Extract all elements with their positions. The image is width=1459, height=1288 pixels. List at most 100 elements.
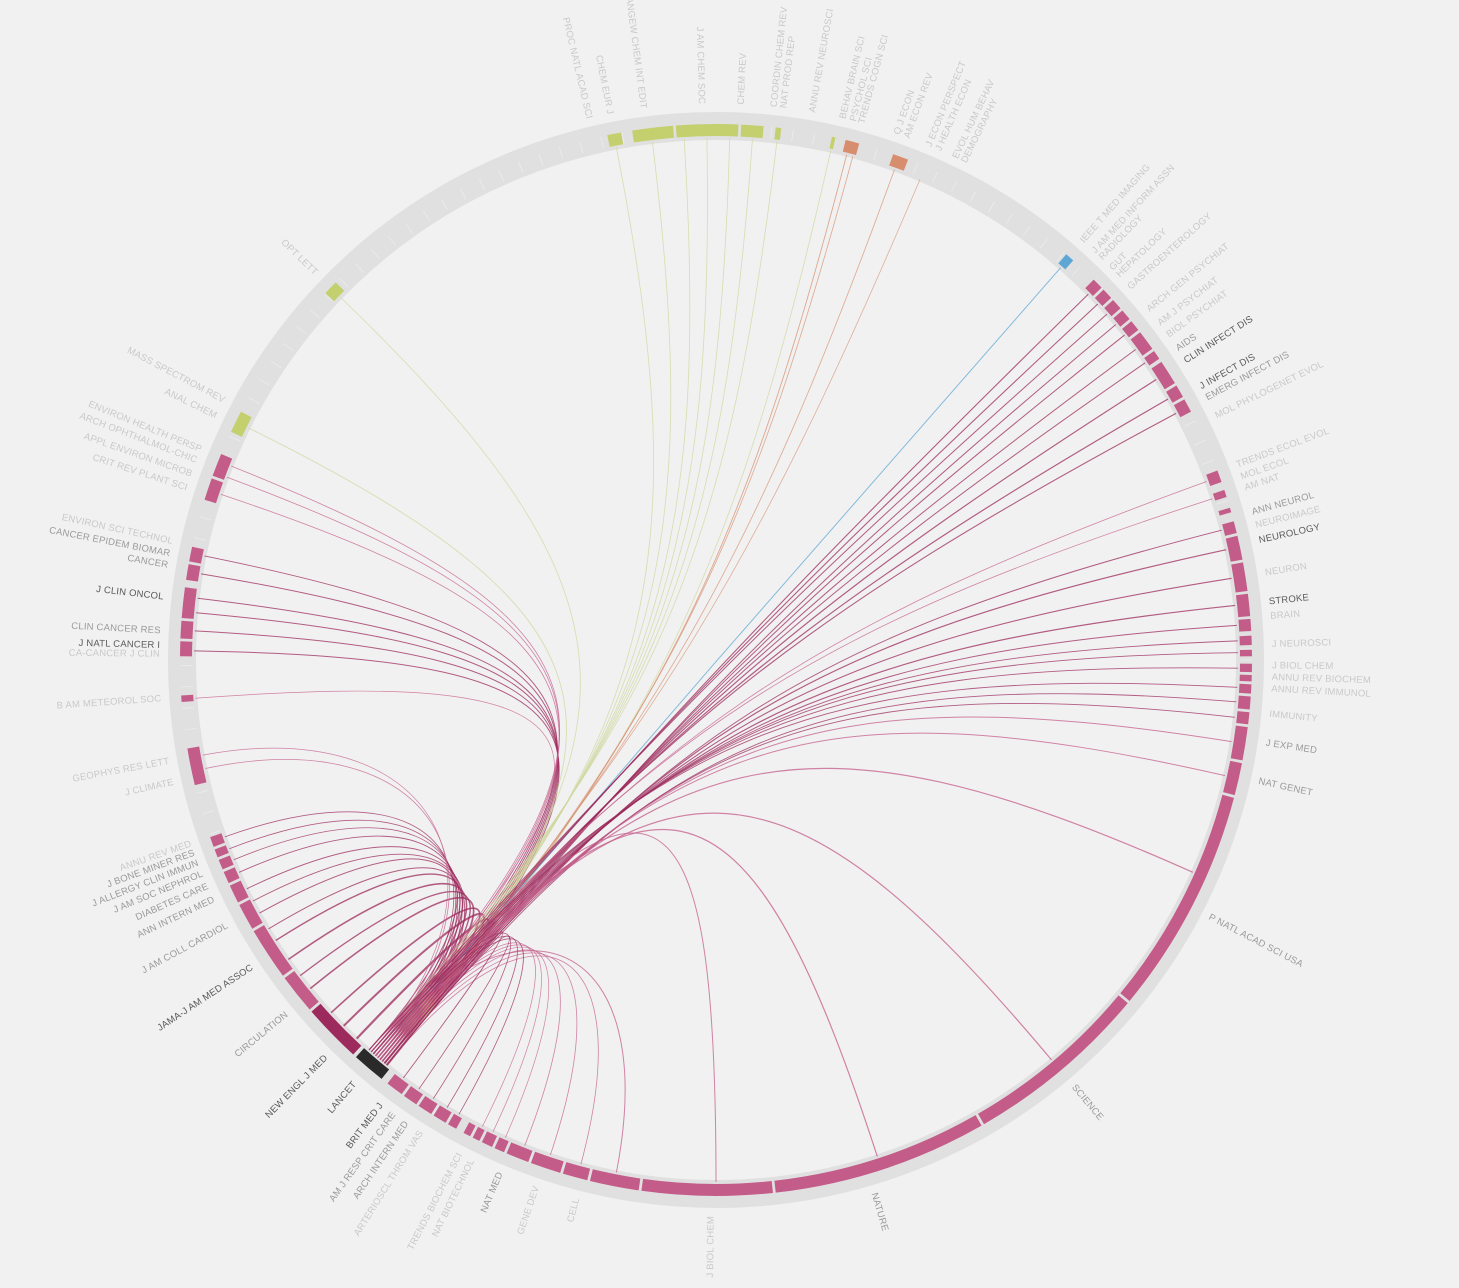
journal-arc[interactable] — [889, 154, 909, 171]
journal-arc[interactable] — [1094, 289, 1112, 306]
journal-arc[interactable] — [1113, 310, 1130, 327]
journal-arc[interactable] — [1238, 618, 1252, 632]
citation-link[interactable] — [368, 498, 1213, 1051]
journal-label[interactable]: BRAIN — [1270, 609, 1301, 622]
journal-label[interactable]: J NEUROSCI — [1272, 637, 1332, 650]
journal-arc[interactable] — [325, 282, 345, 302]
journal-label[interactable]: NAT GENET — [1257, 776, 1313, 799]
journal-arc[interactable] — [1239, 663, 1252, 673]
journal-arc[interactable] — [1239, 649, 1252, 657]
journal-arc[interactable] — [210, 833, 225, 847]
citation-link[interactable] — [375, 640, 1238, 1057]
journal-label[interactable]: NAT MED — [479, 1170, 506, 1214]
journal-arc[interactable] — [433, 1105, 452, 1123]
citation-link[interactable] — [375, 812, 1052, 1061]
journal-arc[interactable] — [774, 127, 782, 140]
citation-link[interactable] — [373, 138, 731, 1055]
journal-arc[interactable] — [1173, 399, 1192, 418]
citation-link[interactable] — [373, 938, 524, 1115]
journal-arc[interactable] — [212, 454, 233, 480]
journal-arc[interactable] — [1218, 507, 1232, 516]
journal-arc[interactable] — [181, 587, 197, 619]
journal-label[interactable]: ANNU REV BIOCHEM — [1272, 672, 1372, 686]
journal-arc[interactable] — [239, 899, 263, 929]
citation-link[interactable] — [386, 955, 599, 1165]
journal-arc[interactable] — [1122, 321, 1139, 338]
journal-arc[interactable] — [641, 1178, 773, 1196]
journal-arc[interactable] — [1058, 254, 1074, 270]
journal-label[interactable]: CHEM REV — [736, 52, 749, 105]
journal-label[interactable]: ANGEW CHEM INT EDIT — [623, 0, 649, 109]
citation-link[interactable] — [384, 952, 578, 1156]
journal-label[interactable]: CHEM EUR J — [593, 54, 615, 115]
citation-link[interactable] — [368, 682, 1238, 1051]
journal-arc[interactable] — [448, 1113, 462, 1129]
journal-arc[interactable] — [204, 478, 223, 504]
journal-arc[interactable] — [181, 694, 194, 703]
journal-label[interactable]: J BIOL CHEM — [705, 1216, 717, 1278]
journal-arc[interactable] — [1130, 332, 1153, 356]
journal-label[interactable]: LANCET — [326, 1079, 359, 1116]
journal-label[interactable]: CLIN CANCER RES — [71, 621, 161, 637]
journal-arc[interactable] — [494, 1137, 509, 1153]
journal-arc[interactable] — [774, 1115, 982, 1193]
citation-link[interactable] — [377, 767, 1194, 1059]
journal-arc[interactable] — [1238, 683, 1252, 694]
citation-link[interactable] — [370, 139, 753, 1053]
citation-link[interactable] — [205, 759, 450, 1055]
journal-arc[interactable] — [229, 880, 249, 903]
citation-link[interactable] — [372, 293, 1089, 1055]
journal-arc[interactable] — [1104, 299, 1121, 317]
citation-link[interactable] — [259, 858, 458, 1051]
citation-link[interactable] — [381, 577, 1232, 1062]
citation-link[interactable] — [202, 747, 449, 1053]
journal-label[interactable]: J CLIMATE — [124, 777, 175, 799]
journal-arc[interactable] — [311, 1003, 362, 1055]
journal-arc[interactable] — [1223, 760, 1242, 796]
journal-arc[interactable] — [1144, 351, 1160, 366]
journal-arc[interactable] — [1225, 535, 1243, 562]
journal-label[interactable]: J BIOL CHEM — [1272, 660, 1334, 672]
journal-arc[interactable] — [1212, 489, 1227, 501]
citation-link[interactable] — [377, 944, 542, 1133]
journal-arc[interactable] — [387, 1074, 409, 1095]
journal-arc[interactable] — [223, 867, 240, 884]
journal-arc[interactable] — [978, 995, 1128, 1125]
citation-link[interactable] — [194, 650, 560, 1066]
journal-label[interactable]: OPT LETT — [279, 237, 320, 277]
journal-arc[interactable] — [562, 1162, 591, 1181]
journal-arc[interactable] — [180, 620, 194, 639]
citation-link[interactable] — [368, 932, 511, 1099]
journal-label[interactable]: J AM CHEM SOC — [694, 27, 707, 105]
journal-arc[interactable] — [1166, 385, 1183, 403]
citation-link[interactable] — [377, 379, 1157, 1059]
citation-link[interactable] — [379, 141, 672, 1060]
citation-link[interactable] — [195, 690, 555, 1051]
journal-arc[interactable] — [284, 970, 319, 1010]
citation-link[interactable] — [197, 597, 559, 1060]
journal-arc[interactable] — [1230, 725, 1248, 761]
journal-label[interactable]: CA-CANCER J CLIN — [69, 648, 160, 660]
citation-link[interactable] — [379, 946, 549, 1138]
journal-label[interactable]: P NATL ACAD SCI USA — [1207, 912, 1306, 970]
journal-arc[interactable] — [1231, 562, 1248, 593]
journal-arc[interactable] — [506, 1142, 533, 1163]
citation-link[interactable] — [381, 949, 561, 1146]
journal-arc[interactable] — [355, 1048, 390, 1079]
citation-link[interactable] — [379, 604, 1236, 1060]
journal-arc[interactable] — [1239, 635, 1252, 646]
citation-link[interactable] — [370, 832, 717, 1183]
journal-label[interactable]: J NATL CANCER I — [78, 638, 160, 651]
journal-label[interactable]: J CLIN ONCOL — [96, 584, 165, 603]
journal-label[interactable]: NEW ENGL J MED — [263, 1053, 330, 1121]
journal-arc[interactable] — [189, 546, 204, 564]
journal-arc[interactable] — [1206, 470, 1222, 486]
journal-arc[interactable] — [740, 124, 764, 139]
journal-arc[interactable] — [1151, 361, 1175, 390]
journal-label[interactable]: CIRCULATION — [233, 1009, 291, 1059]
citation-link[interactable] — [220, 493, 560, 1055]
journal-label[interactable]: J EXP MED — [1265, 738, 1318, 757]
citation-link[interactable] — [375, 138, 708, 1057]
journal-arc[interactable] — [607, 132, 624, 147]
citation-link[interactable] — [372, 412, 1177, 1055]
